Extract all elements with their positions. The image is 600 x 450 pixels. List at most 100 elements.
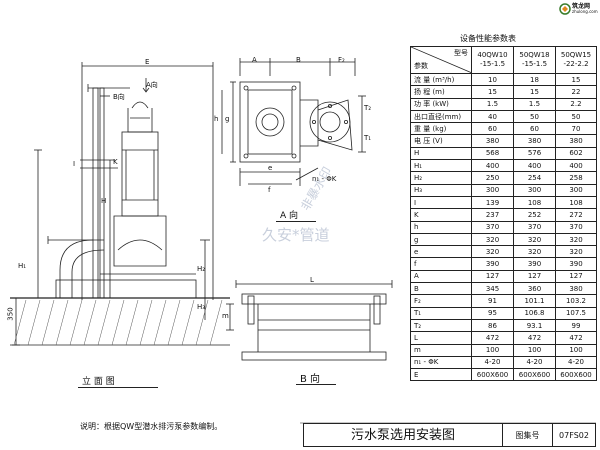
param-value: 4-20 — [555, 355, 597, 370]
param-value: 100 — [471, 343, 514, 357]
param-value: 600X600 — [513, 368, 556, 382]
param-label: h — [410, 220, 472, 234]
dim-label-h: h — [214, 115, 219, 123]
param-value: 60 — [471, 122, 514, 136]
param-value: 254 — [513, 171, 556, 185]
param-value: 4-20 — [513, 355, 556, 370]
dim-label-T2: T₂ — [364, 104, 372, 112]
param-value: 400 — [471, 159, 514, 173]
dim-label-f: f — [268, 186, 271, 194]
dim-label-e: e — [268, 164, 273, 172]
param-value: 93.1 — [513, 318, 556, 333]
param-value: 390 — [555, 257, 597, 271]
model-spec: -22-2.2 — [563, 60, 589, 68]
param-label: m — [410, 343, 472, 357]
param-value: 106.8 — [513, 306, 556, 320]
atlas-number-label: 图集号 — [503, 423, 553, 447]
param-value: 15 — [513, 85, 556, 99]
table-title: 设备性能参数表 — [460, 34, 516, 43]
dim-label-H1: H₁ — [18, 262, 27, 270]
param-label: F₂ — [410, 294, 472, 308]
header-model-label: 型号 — [454, 49, 468, 57]
param-value: 380 — [555, 282, 597, 296]
param-label: I — [410, 195, 472, 210]
logo-subtext: zhulong.com — [572, 9, 598, 14]
logo-text: 筑龙网 — [572, 3, 591, 10]
dim-label-m: m — [222, 312, 229, 320]
param-value: 380 — [513, 134, 556, 148]
param-value: 472 — [471, 331, 514, 345]
param-value: 345 — [471, 282, 514, 296]
param-value: 400 — [555, 159, 597, 173]
param-label: T₁ — [410, 306, 472, 320]
param-value: 100 — [513, 343, 556, 357]
param-label: g — [410, 232, 472, 247]
param-value: 390 — [513, 257, 556, 271]
param-value: 108 — [555, 195, 597, 210]
watermark-text: 久安*管道 — [262, 226, 330, 244]
param-value: 250 — [471, 171, 514, 185]
dim-label-H2: H₂ — [197, 265, 206, 273]
param-value: 107.5 — [555, 306, 597, 320]
param-label: E — [410, 368, 472, 382]
param-value: 99 — [555, 318, 597, 333]
model-spec: -15-1.5 — [479, 60, 506, 68]
param-value: 1.5 — [471, 97, 514, 111]
performance-table: 型号 参数 40QW10-15-1.5 50QW18-15-1.5 50QW15… — [410, 46, 597, 382]
model-header-cell: 40QW10-15-1.5 — [471, 46, 514, 74]
param-value: 139 — [471, 195, 514, 210]
param-value: 320 — [471, 245, 514, 259]
param-value: 40 — [471, 109, 514, 124]
param-value: 600X600 — [471, 368, 514, 382]
param-value: 602 — [555, 146, 597, 161]
param-value: 370 — [513, 220, 556, 234]
dim-label-K: K — [113, 158, 118, 166]
param-label: e — [410, 245, 472, 259]
param-value: 15 — [555, 72, 597, 87]
param-value: 380 — [555, 134, 597, 148]
param-value: 70 — [555, 122, 597, 136]
param-label: 出口直径(mm) — [410, 109, 472, 124]
param-value: 300 — [471, 183, 514, 197]
elevation-view-title: 立 面 图 — [82, 377, 115, 387]
param-value: 400 — [513, 159, 556, 173]
param-label: 扬 程 (m) — [410, 85, 472, 99]
param-label: B — [410, 282, 472, 296]
param-value: 100 — [555, 343, 597, 357]
model-header-cell: 50QW18-15-1.5 — [513, 46, 556, 74]
dim-label-350: 350 — [6, 307, 15, 321]
param-value: 370 — [555, 220, 597, 234]
param-label: L — [410, 331, 472, 345]
dim-label-F2: F₂ — [338, 56, 345, 64]
model-header-cell: 50QW15-22-2.2 — [555, 46, 597, 74]
param-label: H₁ — [410, 159, 472, 173]
param-value: 390 — [471, 257, 514, 271]
param-value: 15 — [471, 85, 514, 99]
param-value: 320 — [471, 232, 514, 247]
param-value: 60 — [513, 122, 556, 136]
param-label: K — [410, 208, 472, 222]
dim-label-I: I — [73, 160, 76, 168]
header-param-label: 参数 — [414, 62, 428, 70]
param-label: A — [410, 269, 472, 284]
param-value: 360 — [513, 282, 556, 296]
title-block: 污水泵选用安装图 图集号 07FS02 — [303, 423, 596, 447]
param-value: 320 — [555, 245, 597, 259]
drawing-title: 污水泵选用安装图 — [303, 423, 503, 447]
param-label: 功 率 (kW) — [410, 97, 472, 111]
